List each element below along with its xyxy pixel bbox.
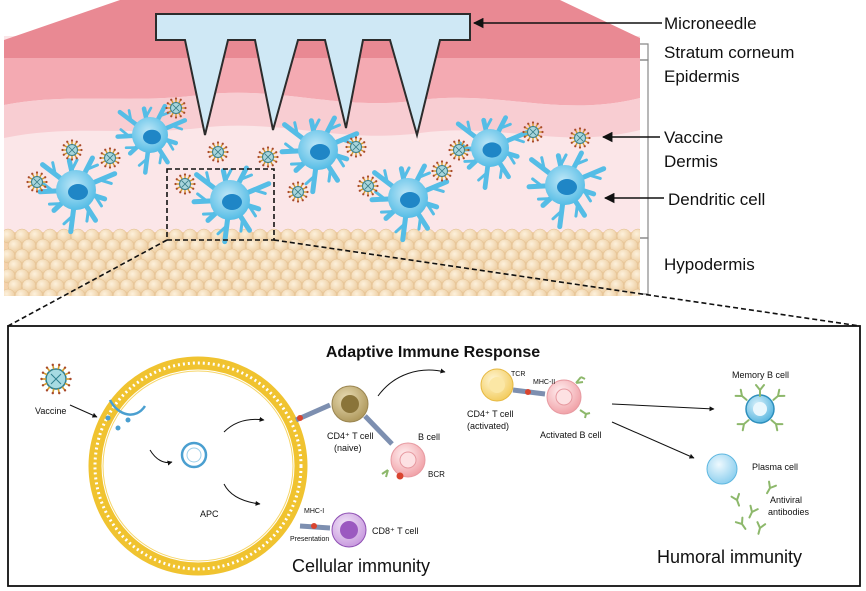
label-apc: APC	[200, 509, 219, 519]
label-epidermis: Epidermis	[664, 67, 740, 86]
zoom-line-right	[273, 239, 861, 327]
label-bcr: BCR	[428, 470, 445, 479]
label-mhc-i: MHC-I	[304, 508, 324, 515]
label-plasma-cell: Plasma cell	[752, 462, 798, 472]
panel-vaccine-spikes	[40, 363, 72, 395]
epidermis-layer	[4, 58, 640, 106]
label-cd4-activated-2: (activated)	[467, 421, 509, 431]
label-cd4-naive-1: CD4⁺ T cell	[327, 431, 373, 441]
activated-b-antibody-1	[575, 376, 586, 384]
arrow-to-endosome	[149, 449, 173, 466]
label-antiviral-2: antibodies	[768, 507, 810, 517]
panel-title: Adaptive Immune Response	[326, 344, 540, 361]
label-memory-b-cell: Memory B cell	[732, 370, 789, 380]
label-activated-b-cell: Activated B cell	[540, 430, 602, 440]
label-cd4-naive-2: (naive)	[334, 443, 362, 453]
antigen-fragments	[105, 415, 131, 431]
cd4-naive-nucleus	[341, 395, 359, 413]
label-mhc-ii: MHC-II	[533, 379, 555, 386]
label-hypodermis: Hypodermis	[664, 255, 755, 274]
layer-brackets	[640, 43, 649, 295]
arrow-to-memory-b	[611, 403, 715, 412]
bcr-receptor	[381, 469, 389, 478]
label-stratum-corneum: Stratum corneum	[664, 43, 794, 62]
label-b-cell: B cell	[418, 432, 440, 442]
skin-labels: Microneedle Stratum corneum Epidermis Va…	[472, 14, 794, 274]
mhc-ii-tcr-complex-1	[294, 402, 332, 423]
label-cd4-activated-1: CD4⁺ T cell	[467, 409, 513, 419]
dendritic-cells	[37, 103, 607, 245]
label-humoral-immunity: Humoral immunity	[657, 547, 802, 567]
arrow-to-mhc-i	[223, 483, 261, 506]
label-antiviral-1: Antiviral	[770, 495, 802, 505]
label-dendritic-cell: Dendritic cell	[668, 190, 765, 209]
bcr-antigen	[396, 472, 404, 480]
memory-b-antibodies	[734, 384, 786, 432]
arrow-activation	[377, 368, 446, 397]
cd4-bcell-link	[363, 414, 394, 446]
endocytosis-pocket	[108, 399, 147, 416]
vaccine-particles	[26, 97, 591, 203]
apc-cell	[88, 356, 308, 576]
fat-cells	[4, 228, 640, 296]
label-panel-vaccine: Vaccine	[35, 406, 66, 416]
arrow-to-plasma	[611, 421, 695, 459]
label-vaccine: Vaccine	[664, 128, 723, 147]
activated-b-antibody-2	[579, 409, 591, 419]
arrow-vaccine-to-apc	[69, 404, 98, 418]
zoom-box	[166, 168, 275, 241]
panel-vaccine-particle	[45, 368, 67, 390]
label-presentation: Presentation	[290, 536, 329, 543]
microneedle-patch	[155, 13, 471, 139]
label-tcr: TCR	[511, 371, 525, 378]
antiviral-antibodies	[730, 480, 777, 535]
zoom-line-left	[7, 239, 168, 327]
label-cellular-immunity: Cellular immunity	[292, 556, 430, 576]
label-dermis: Dermis	[664, 152, 718, 171]
plasma-cell	[706, 453, 738, 485]
arrow-to-mhc-ii	[223, 416, 265, 433]
label-microneedle: Microneedle	[664, 14, 757, 33]
skin-cross-section	[4, 0, 640, 296]
label-cd8-t-cell: CD8⁺ T cell	[372, 526, 418, 536]
endosome	[180, 441, 208, 469]
